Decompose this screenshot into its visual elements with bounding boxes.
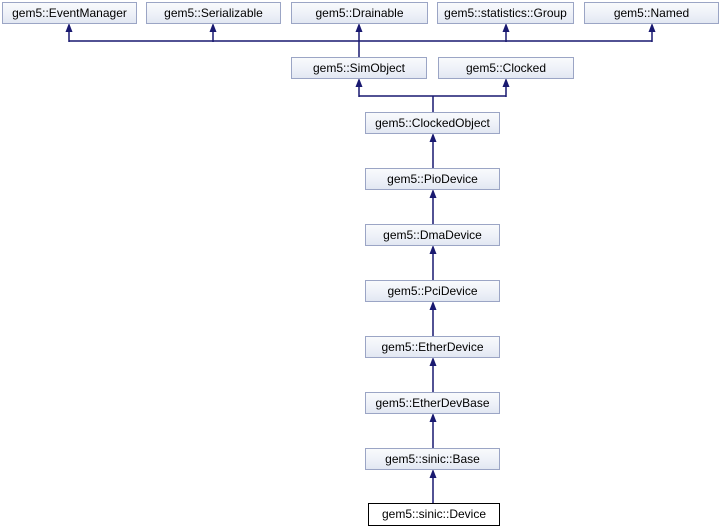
edge-pcidevice-to-dmadevice	[429, 245, 437, 280]
class-node-gem5-sinic-base[interactable]: gem5::sinic::Base	[365, 448, 500, 470]
class-node-gem5-serializable[interactable]: gem5::Serializable	[146, 2, 281, 24]
class-node-gem5-simobject[interactable]: gem5::SimObject	[291, 57, 427, 79]
edge-piodevice-to-clockedobject	[429, 133, 437, 168]
class-node-gem5-clockedobject[interactable]: gem5::ClockedObject	[365, 112, 500, 134]
edge-etherdevbase-to-etherdevice	[429, 357, 437, 392]
edge-simobject-to-top-parents	[65, 23, 656, 57]
class-node-gem5-etherdevbase[interactable]: gem5::EtherDevBase	[365, 392, 500, 414]
edge-sinicdevice-to-sinicbase	[429, 469, 437, 503]
class-node-gem5-eventmanager[interactable]: gem5::EventManager	[2, 2, 137, 24]
edge-dmadevice-to-piodevice	[429, 189, 437, 224]
class-node-gem5-clocked[interactable]: gem5::Clocked	[438, 57, 574, 79]
edge-sinicbase-to-etherdevbase	[429, 413, 437, 448]
edge-clockedobject-to-simobject-clocked	[355, 78, 510, 112]
class-node-gem5-sinic-device-current: gem5::sinic::Device	[368, 503, 500, 526]
class-node-gem5-drainable[interactable]: gem5::Drainable	[291, 2, 428, 24]
class-node-gem5-statistics-group[interactable]: gem5::statistics::Group	[437, 2, 574, 24]
class-node-gem5-named[interactable]: gem5::Named	[584, 2, 719, 24]
class-node-gem5-pcidevice[interactable]: gem5::PciDevice	[365, 280, 500, 302]
edge-etherdevice-to-pcidevice	[429, 301, 437, 336]
class-node-gem5-dmadevice[interactable]: gem5::DmaDevice	[365, 224, 500, 246]
class-node-gem5-piodevice[interactable]: gem5::PioDevice	[365, 168, 500, 190]
class-node-gem5-etherdevice[interactable]: gem5::EtherDevice	[365, 336, 500, 358]
